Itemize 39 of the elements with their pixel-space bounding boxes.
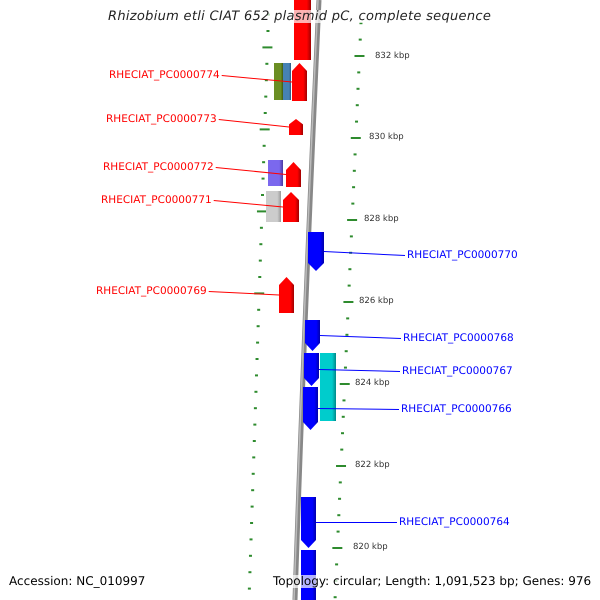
scale-label: 830 kbp [369,131,404,144]
leader-line [218,119,290,128]
gene-block [283,192,299,222]
leader-line [221,75,292,82]
leader-line [316,522,398,523]
scale-label: 824 kbp [355,377,390,390]
gene-label: RHECIAT_PC0000770 [407,249,518,262]
gene-block [279,277,294,313]
title: Rhizobium etli CIAT 652 plasmid pC, complete sequence [108,10,492,23]
scale-label: 832 kbp [375,50,410,63]
leader-line [318,408,400,410]
gene-label: RHECIAT_PC0000769 [96,285,207,298]
scale-label: 826 kbp [359,295,394,308]
gene-block [286,162,301,187]
gene-block [301,497,316,548]
leader-line [320,335,402,339]
scale-label: 828 kbp [364,213,399,226]
gene-label: RHECIAT_PC0000767 [402,365,513,378]
gene-block [292,63,307,101]
leader-line [213,200,284,208]
gene-block [303,387,318,430]
scale-label: 820 kbp [353,541,388,554]
leader-line [318,369,400,372]
info-text: Accession: NC_010997 [9,575,146,588]
gene-label: RHECIAT_PC0000764 [399,516,510,529]
scale-label: 822 kbp [355,459,390,472]
gene-label: RHECIAT_PC0000774 [109,69,220,82]
leader-line [215,167,286,175]
gene-block [289,119,303,135]
gene-label: RHECIAT_PC0000768 [403,332,514,345]
info-text: Topology: circular; Length: 1,091,523 bp; Genes: 976 [273,575,592,588]
gene-block [305,320,320,351]
gene-label: RHECIAT_PC0000771 [101,194,212,207]
gene-label: RHECIAT_PC0000772 [103,161,214,174]
gene-label: RHECIAT_PC0000766 [401,403,512,416]
gene-label: RHECIAT_PC0000773 [106,113,217,126]
leader-line [208,291,280,296]
leader-line [324,251,406,256]
gene-block [308,232,324,271]
